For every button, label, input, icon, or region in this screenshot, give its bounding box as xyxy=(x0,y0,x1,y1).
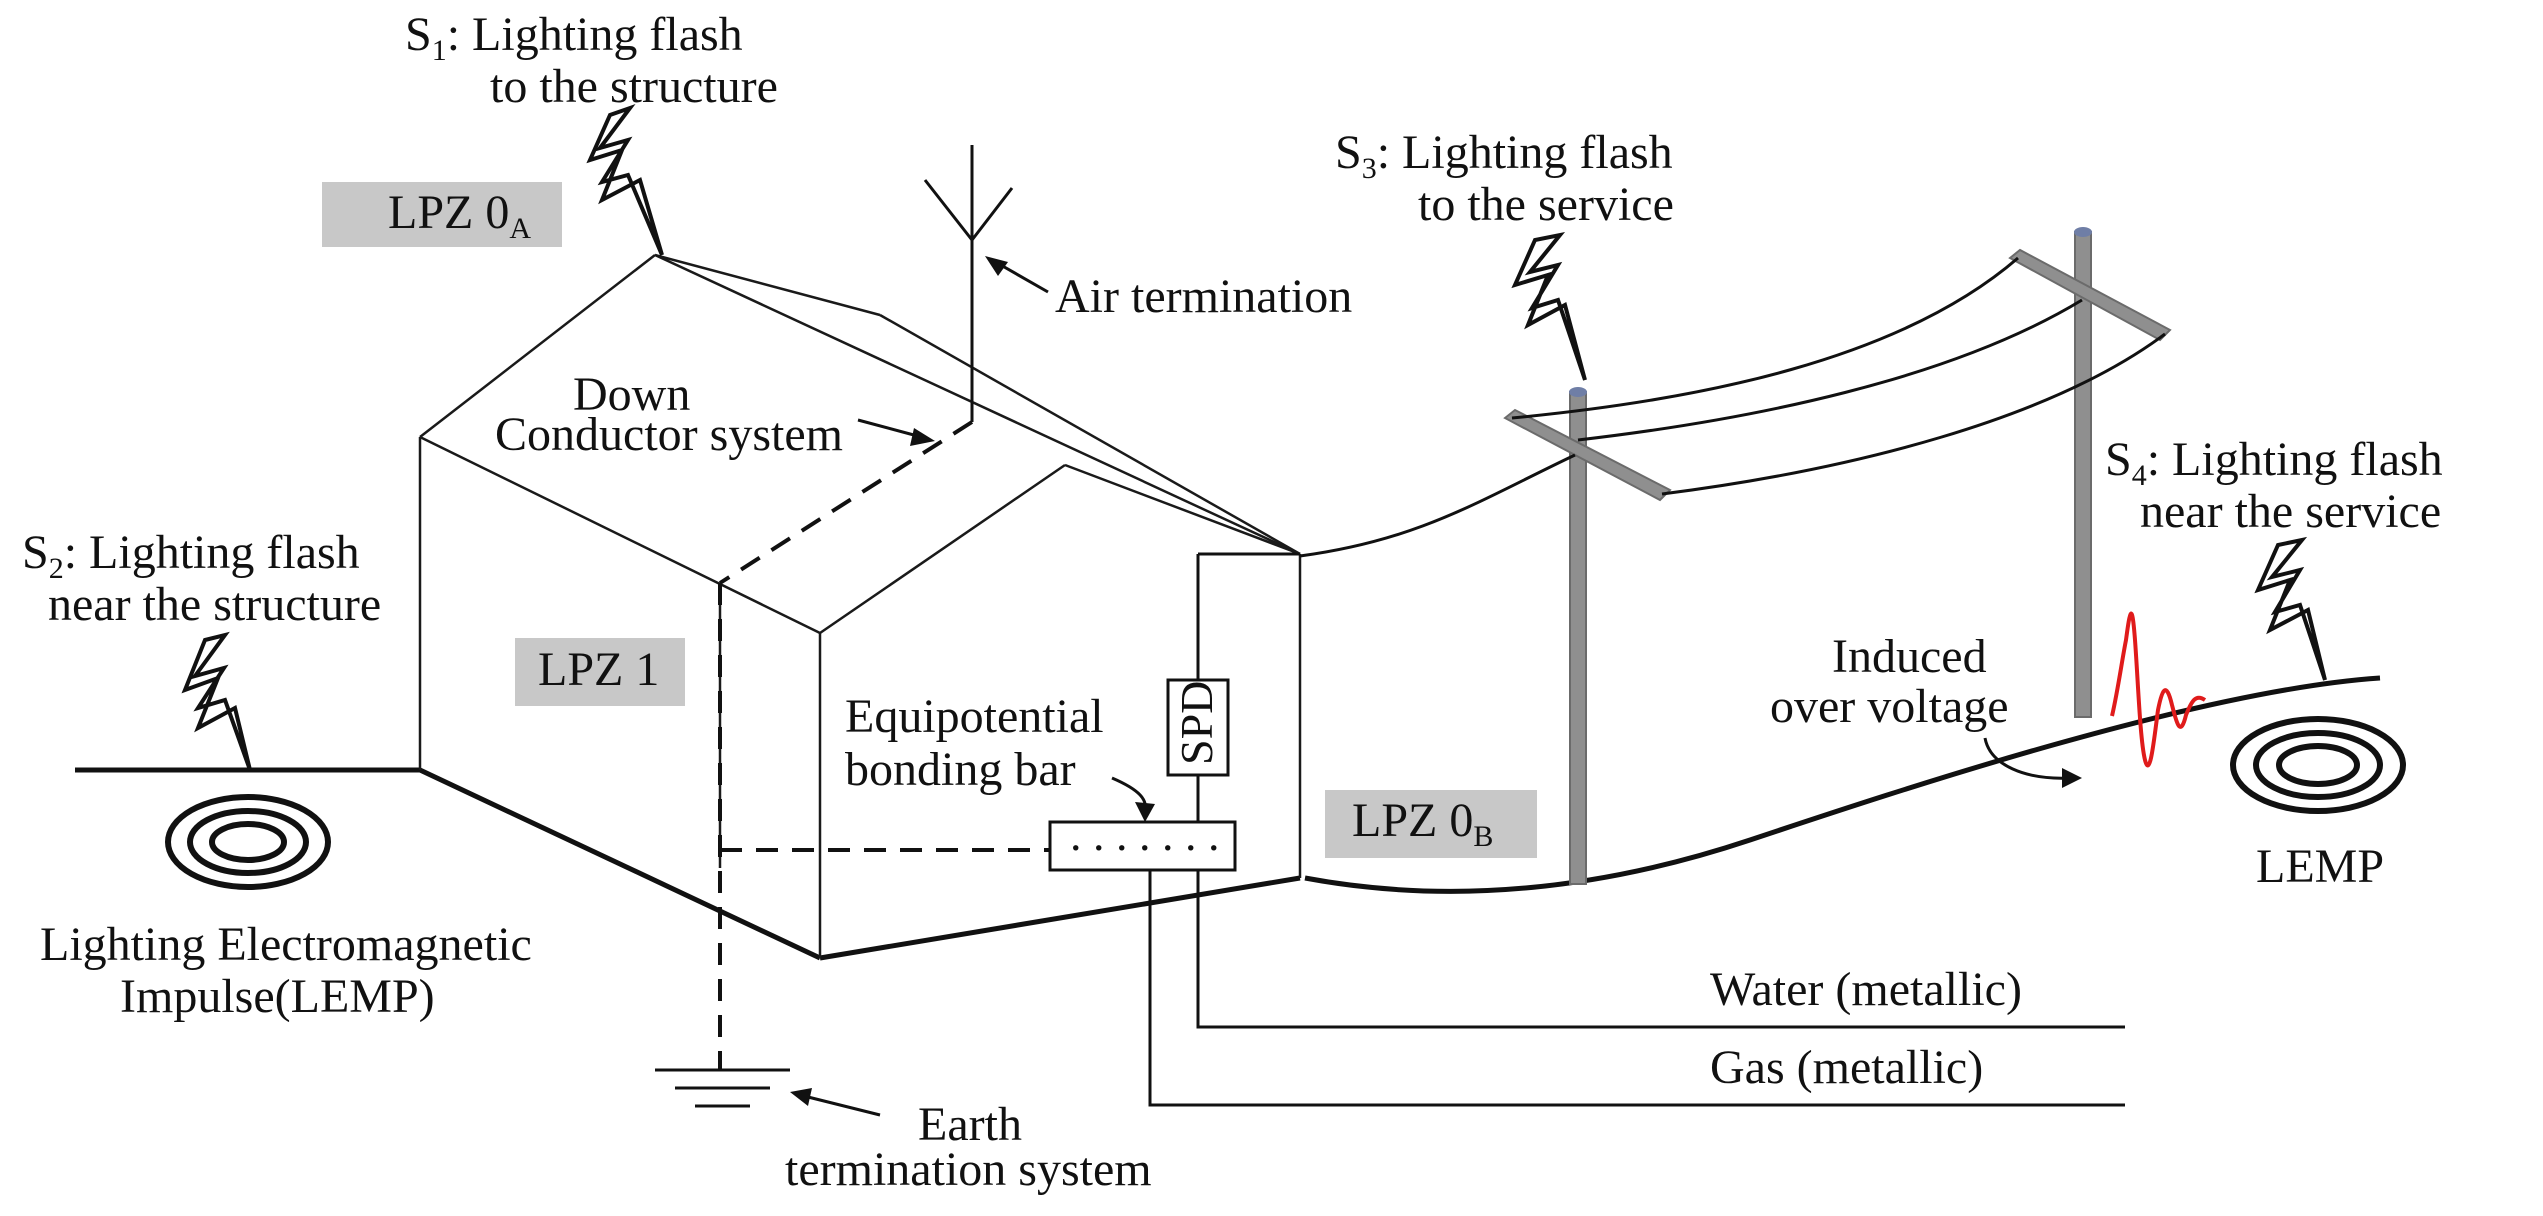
crossarm-1 xyxy=(1503,408,1672,502)
gas-label: Gas (metallic) xyxy=(1710,1041,1983,1094)
earth-label-line2: termination system xyxy=(785,1143,1152,1196)
zone-lpz1: LPZ 1 xyxy=(515,638,685,706)
lemp-left-label-line2: Impulse(LEMP) xyxy=(120,970,435,1023)
water-pipe xyxy=(1196,870,2125,1029)
house-base-front xyxy=(418,767,822,961)
lightning-bolt-icon xyxy=(181,631,252,771)
bonding-bar-label-line2: bonding bar xyxy=(845,743,1076,796)
induced-label-line1: Induced xyxy=(1832,630,1987,683)
s4-label-line2: near the service xyxy=(2140,485,2441,538)
induced-arrow xyxy=(1983,737,2082,788)
lightning-bolt-icon xyxy=(1511,231,1587,381)
down-conductor-label-line2: Conductor system xyxy=(495,408,843,461)
spd-label: SPD xyxy=(1171,681,1222,765)
s4-label: S4: Lighting flash xyxy=(2105,433,2443,492)
lightning-bolt-icon xyxy=(2254,536,2327,681)
lemp-right-label: LEMP xyxy=(2256,840,2384,893)
induced-label-line2: over voltage xyxy=(1770,680,2009,733)
s2-label-line2: near the structure xyxy=(48,578,381,631)
pole-1 xyxy=(1569,391,1587,885)
down-conductor-arrow xyxy=(857,418,935,446)
ground-symbol-icon xyxy=(655,1068,790,1108)
earth-label-line1: Earth xyxy=(918,1098,1022,1151)
spd-circuit: SPD . . . . . . . xyxy=(1048,552,1300,872)
s1-label: S1: Lighting flash xyxy=(405,8,743,67)
crossarm-2 xyxy=(2008,248,2172,342)
surge-wave xyxy=(2110,611,2207,768)
down-conductor-label-line1: Down xyxy=(573,368,690,421)
s3-label-line2: to the service xyxy=(1418,178,1674,231)
lemp-left-label-line1: Lighting Electromagnetic xyxy=(40,918,532,971)
svg-text:LPZ 0B: LPZ 0B xyxy=(1352,794,1493,853)
lightning-bolt-icon xyxy=(586,103,664,256)
gas-pipe xyxy=(1148,870,2125,1107)
house-base-side xyxy=(819,875,1301,961)
antenna-icon xyxy=(923,145,1014,422)
utility-poles xyxy=(1299,227,2172,885)
lemp-rings-icon xyxy=(2230,716,2406,814)
svg-text:LPZ 1: LPZ 1 xyxy=(538,643,659,696)
s1-label-line2: to the structure xyxy=(490,60,778,113)
zone-lpz0b: LPZ 0B xyxy=(1325,790,1537,858)
service-pipes xyxy=(1148,870,2125,1107)
air-termination-label: Air termination xyxy=(1055,270,1352,323)
zone-lpz0a: LPZ 0A xyxy=(322,182,562,247)
svg-text:LPZ 0A: LPZ 0A xyxy=(388,186,531,245)
right-ground-line xyxy=(1304,675,2381,894)
water-label: Water (metallic) xyxy=(1710,963,2022,1016)
pole-2 xyxy=(2074,231,2092,718)
s2-label: S2: Lighting flash xyxy=(22,526,360,585)
equipotential-bonding-bar xyxy=(1048,820,1237,872)
bonding-bar-label-line1: Equipotential xyxy=(845,690,1104,743)
air-termination-arrow xyxy=(985,256,1049,294)
s3-label: S3: Lighting flash xyxy=(1335,126,1673,185)
lemp-rings-icon xyxy=(165,794,331,890)
bonding-bar-arrow xyxy=(1111,776,1155,822)
earth-arrow xyxy=(790,1088,881,1117)
ground-lines xyxy=(75,675,2381,894)
down-conductor xyxy=(718,420,1050,1070)
